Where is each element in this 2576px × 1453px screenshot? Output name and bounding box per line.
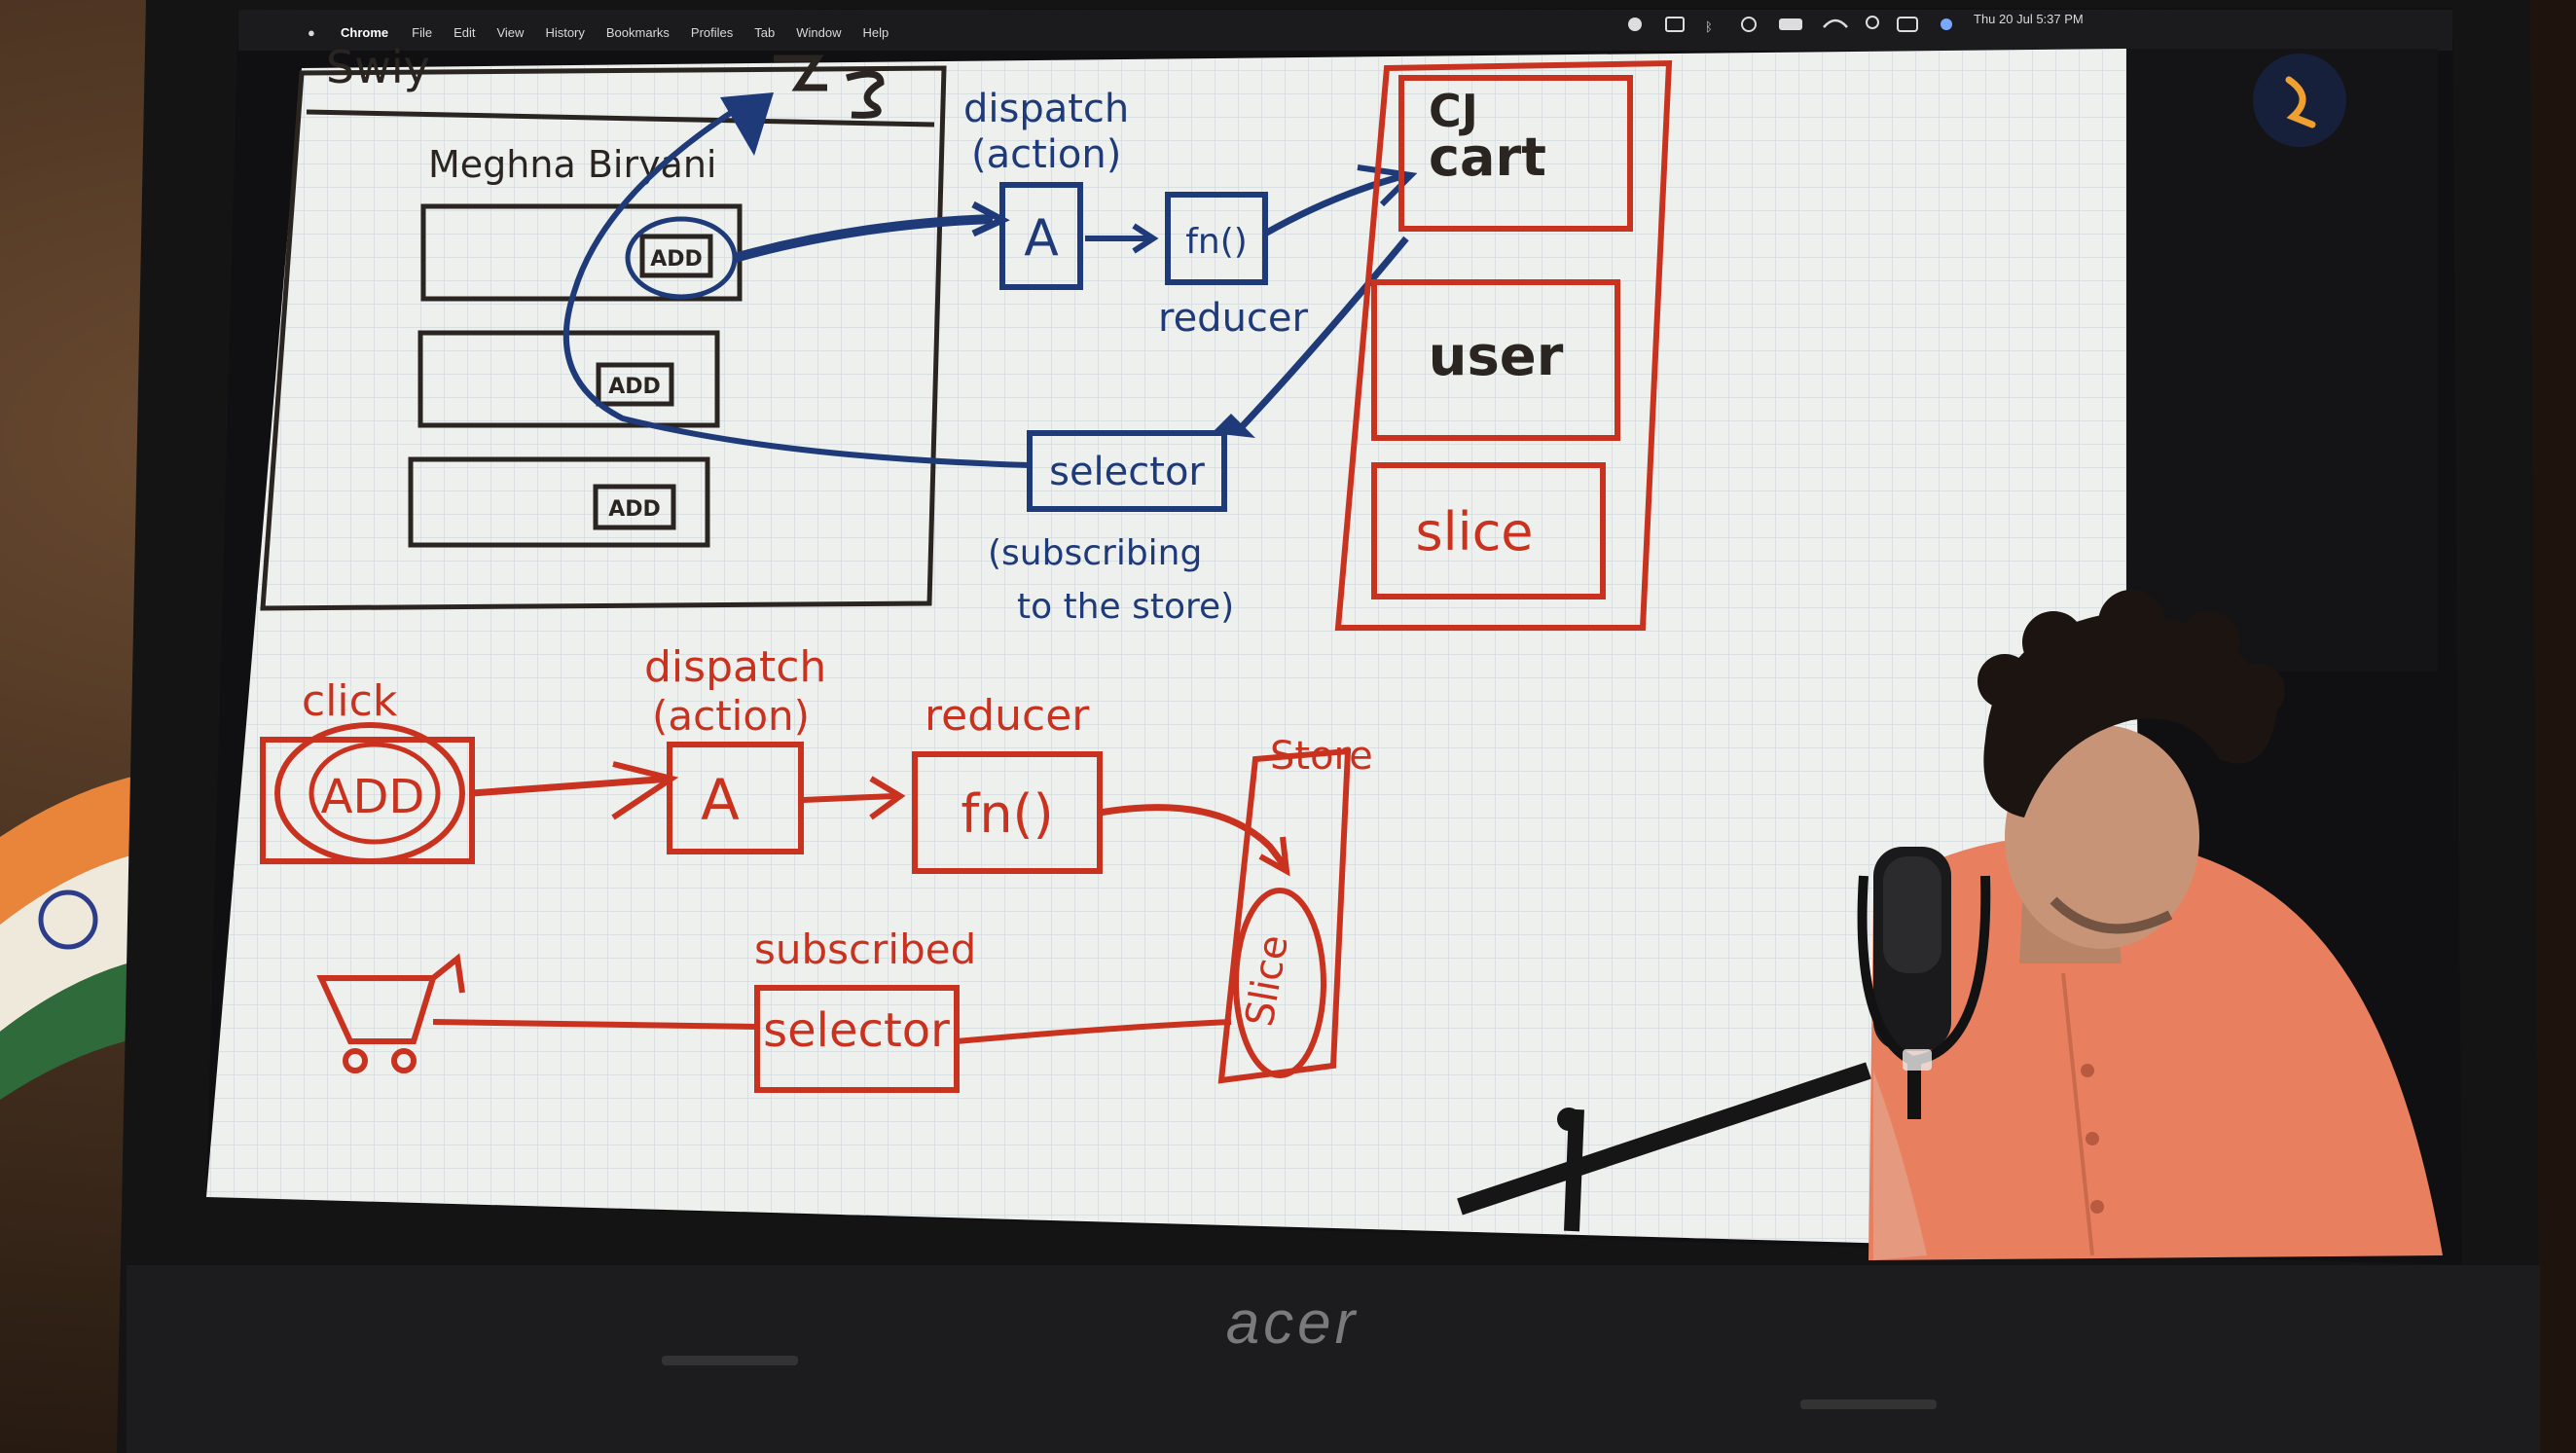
app-header-line xyxy=(306,109,935,127)
reducer-to-store-arrow xyxy=(1099,804,1288,869)
selector-to-ui-arrow xyxy=(562,104,1031,468)
siri-icon[interactable] xyxy=(1941,18,1952,30)
presenter-face xyxy=(2005,725,2199,949)
click-label: click xyxy=(302,676,398,726)
reducer-box-label: fn() xyxy=(961,783,1053,845)
generic-slice-box xyxy=(1371,462,1606,599)
reducer-box-label: fn() xyxy=(1185,222,1248,262)
menu-item-tab[interactable]: Tab xyxy=(754,25,775,40)
channel-logo-mark xyxy=(2285,76,2316,128)
store-frame xyxy=(1217,747,1352,1084)
bluetooth-icon[interactable]: ᛒ xyxy=(1705,19,1713,34)
mic-arm xyxy=(1457,1062,1871,1216)
app-page-frame xyxy=(260,65,947,611)
cart-slice-label: CJ xyxy=(1429,85,1478,137)
cart-slice-label-2: cart xyxy=(1429,127,1546,188)
wifi-icon[interactable] xyxy=(1823,18,1848,28)
subscribing-label-2: to the store) xyxy=(1017,587,1234,627)
action-label: (action) xyxy=(971,132,1121,177)
presenter-overlay xyxy=(1457,590,2443,1260)
subscribed-label: subscribed xyxy=(754,926,976,973)
dispatch-label: dispatch xyxy=(644,642,826,692)
scribble-mark xyxy=(774,54,885,119)
reducer-label: reducer xyxy=(1158,296,1309,341)
action-label: (action) xyxy=(652,692,810,740)
webcam-notch xyxy=(662,1356,798,1365)
store-to-selector-line xyxy=(956,1019,1232,1044)
menu-item-help[interactable]: Help xyxy=(863,25,889,40)
add-button-sketch: ADD xyxy=(593,484,676,530)
dispatch-arrow xyxy=(733,214,994,263)
arrow-head xyxy=(720,92,774,156)
selector-box xyxy=(1027,430,1227,512)
svg-text:ADD: ADD xyxy=(608,497,661,522)
add-button-sketch: ADD xyxy=(596,362,674,407)
store-frame xyxy=(1334,59,1673,631)
hinge-notch xyxy=(1800,1399,1937,1409)
add-button-label: ADD xyxy=(321,770,425,824)
presenter-shirt xyxy=(1869,835,2443,1260)
svg-text:ADD: ADD xyxy=(650,247,703,272)
reducer-label: reducer xyxy=(925,691,1090,741)
generic-slice-label: slice xyxy=(1415,501,1533,563)
cart-to-selector-arrow xyxy=(1233,236,1409,436)
dispatch-label: dispatch xyxy=(963,87,1129,131)
menu-item-edit[interactable]: Edit xyxy=(454,25,476,40)
whiteboard xyxy=(206,49,2438,1251)
menu-bar: ● Chrome File Edit View History Bookmarks Pro… xyxy=(238,10,2452,51)
menu-item-row xyxy=(408,456,710,548)
battery-icon[interactable] xyxy=(1779,18,1802,30)
play-icon[interactable] xyxy=(1741,17,1757,32)
reducer-box xyxy=(1165,192,1268,285)
status-icons: ᛒ xyxy=(1628,16,1952,34)
action-box xyxy=(999,182,1083,290)
top-diagram: Swiy Meghna Biryani ADD ADD ADD dispatch… xyxy=(260,41,1673,631)
action-box-label: A xyxy=(1024,209,1059,268)
menu-item-window[interactable]: Window xyxy=(796,25,842,40)
reducer-to-cart-arrow xyxy=(1263,171,1407,237)
svg-text:ADD: ADD xyxy=(608,375,661,399)
menu-clock[interactable]: Thu 20 Jul 5:37 PM xyxy=(1974,12,2084,26)
click-to-action-arrow xyxy=(471,775,672,797)
click-circle xyxy=(274,722,465,864)
add-button-sketch: ADD xyxy=(639,234,713,278)
bottom-diagram: click ADD dispatch (action) A reducer fn… xyxy=(260,642,1373,1093)
menu-item-profiles[interactable]: Profiles xyxy=(691,25,734,40)
restaurant-name: Meghna Biryani xyxy=(428,143,717,186)
menu-item-view[interactable]: View xyxy=(496,25,525,40)
search-icon[interactable] xyxy=(1866,16,1879,29)
action-box xyxy=(667,742,804,854)
action-to-reducer-arrow xyxy=(802,793,896,803)
menu-item-file[interactable]: File xyxy=(412,25,432,40)
menu-app-name[interactable]: Chrome xyxy=(341,25,388,40)
menu-item-history[interactable]: History xyxy=(545,25,585,40)
display-icon[interactable] xyxy=(1665,17,1685,32)
menu-item-bookmarks[interactable]: Bookmarks xyxy=(606,25,671,40)
selector-to-cart-line xyxy=(432,1019,758,1030)
cart-icon xyxy=(316,953,465,1073)
app-page-title: Swiy xyxy=(326,41,430,93)
subscribing-label: (subscribing xyxy=(988,533,1202,573)
laptop-bezel-bottom xyxy=(127,1265,2540,1453)
user-slice-label: user xyxy=(1429,325,1564,388)
control-center-icon[interactable] xyxy=(1897,17,1918,32)
user-slice-box xyxy=(1371,279,1620,441)
cart-slice-box xyxy=(1398,75,1633,232)
selector-box-label: selector xyxy=(1049,450,1205,494)
record-icon[interactable] xyxy=(1628,18,1642,31)
action-box-label: A xyxy=(701,767,740,833)
slice-oval xyxy=(1233,888,1326,1078)
selector-box-label: selector xyxy=(763,1003,950,1058)
laptop-brand-logo: acer xyxy=(1226,1290,1360,1357)
apple-icon[interactable]: ● xyxy=(308,25,315,40)
